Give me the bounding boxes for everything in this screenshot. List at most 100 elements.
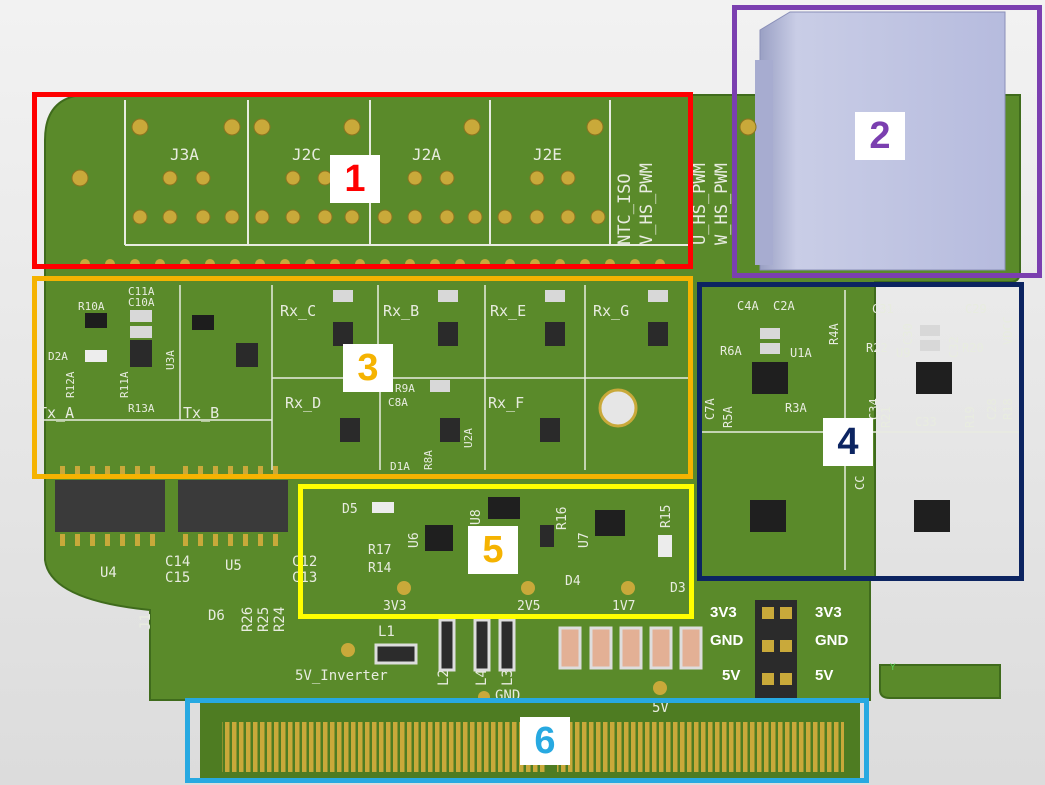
silk-rx-f: Rx_F xyxy=(488,394,524,412)
region-4-badge: 4 xyxy=(823,418,873,466)
silkscreen-label: R6A xyxy=(720,344,742,358)
silkscreen-label: C30 xyxy=(901,323,915,345)
silk-v-hs-pwm: V_HS_PWM xyxy=(637,163,657,245)
silk-u-hs-pwm: U_HS_PWM xyxy=(690,163,710,245)
silkscreen-label: R15 xyxy=(659,505,674,528)
silkscreen-label: L3 xyxy=(500,669,516,686)
silkscreen-label: VDCC xyxy=(1001,316,1015,345)
silk-rx-g: Rx_G xyxy=(593,302,629,320)
region-5-badge: 5 xyxy=(468,526,518,574)
silkscreen-label: C28 xyxy=(985,398,999,420)
silkscreen-label: R17 xyxy=(368,543,391,558)
silkscreen-label: L4 xyxy=(474,669,490,686)
silkscreen-label: R16 xyxy=(555,507,570,530)
silkscreen-label: C31 xyxy=(872,302,894,316)
silkscreen-label: U3A xyxy=(164,350,177,370)
region-6-outline xyxy=(185,698,869,783)
through-hole-pads xyxy=(71,118,757,225)
silkscreen-label: L1 xyxy=(378,624,395,640)
region-3-outline xyxy=(32,276,693,479)
silkscreen-label: R22 xyxy=(866,341,888,355)
silkscreen-label: R10A xyxy=(78,300,105,313)
silkscreen-label: L2 xyxy=(436,669,452,686)
connector-block xyxy=(124,100,690,246)
silkscreen-label: 3V3 xyxy=(383,599,406,614)
silk-w-hs-pwm: W_HS_PWM xyxy=(712,163,732,245)
silkscreen-label: C29 xyxy=(965,302,987,316)
silkscreen-label: U1A xyxy=(790,346,812,360)
silkscreen-label: C33 xyxy=(915,415,937,429)
silkscreen-label: D6 xyxy=(208,608,225,624)
region-4-outline xyxy=(697,282,1024,581)
silkscreen-label: R20 xyxy=(962,341,984,355)
smd-components-region-4 xyxy=(750,325,952,532)
region-1-badge: 1 xyxy=(330,155,380,203)
soic-chips xyxy=(55,480,288,532)
silk-connector-j2a: J2A xyxy=(412,145,441,164)
silkscreen-label: U4 xyxy=(100,565,117,581)
silkscreen-label: C4A xyxy=(737,299,759,313)
silkscreen-label: U6 xyxy=(407,532,422,548)
silkscreen-label: R26 xyxy=(240,607,256,632)
silkscreen-label: D2A xyxy=(48,350,68,363)
region-2-outline xyxy=(732,5,1042,278)
region-2-badge: 2 xyxy=(855,112,905,160)
silk-rx-d: Rx_D xyxy=(285,394,321,412)
silkscreen-label: C8A xyxy=(388,396,408,409)
header-label-gnd-right: GND xyxy=(815,632,849,649)
silkscreen-label: C32 xyxy=(947,336,961,358)
silkscreen-label: R25 xyxy=(256,607,272,632)
silkscreen-label: U5 xyxy=(225,558,242,574)
silkscreen-label: U9 xyxy=(896,346,910,360)
silkscreen-label: R24 xyxy=(272,607,288,632)
region-6-badge: 6 xyxy=(520,717,570,765)
silk-tx-a: Tx_A xyxy=(38,404,74,422)
silkscreen-label: U2A xyxy=(462,428,475,448)
header-label-3v3-left: 3V3 xyxy=(710,604,737,621)
silkscreen-label: R8A xyxy=(422,450,435,470)
silkscreen-label: R12A xyxy=(64,371,77,398)
silkscreen-label: C34 xyxy=(867,398,881,420)
silkscreen-label: R19 xyxy=(963,406,977,428)
silkscreen-label: R5A xyxy=(721,406,735,428)
silkscreen-label: R9A xyxy=(395,382,415,395)
axis-mark: Y xyxy=(889,663,896,673)
silkscreen-label: R11A xyxy=(118,371,131,398)
header-label-5v-right: 5V xyxy=(815,667,833,684)
silk-ntc-iso: NTC_ISO xyxy=(615,173,635,245)
header-label-gnd-left: GND xyxy=(710,632,744,649)
silk-connector-j3a: J3A xyxy=(170,145,199,164)
silkscreen-label: 5V_Inverter xyxy=(295,668,388,684)
silkscreen-label: R4A xyxy=(827,323,841,345)
silk-rx-c: Rx_C xyxy=(280,302,316,320)
silkscreen-label: C2A xyxy=(773,299,795,313)
region-5-outline xyxy=(298,484,694,619)
smd-components-region-3 xyxy=(85,290,668,442)
silkscreen-label: C10A xyxy=(128,296,155,309)
inductors-and-caps xyxy=(341,618,703,703)
silkscreen-label: J1 xyxy=(138,613,154,630)
silk-connector-j2e: J2E xyxy=(533,145,562,164)
header-label-3v3-right: 3V3 xyxy=(815,604,842,621)
header-label-5v-left: 5V xyxy=(722,667,740,684)
silkscreen-label: CC xyxy=(853,476,867,490)
silkscreen-label: R3A xyxy=(785,401,807,415)
silk-connector-j2c: J2C xyxy=(292,145,321,164)
silk-rx-e: Rx_E xyxy=(490,302,526,320)
silkscreen-label: C15 xyxy=(165,570,190,586)
silkscreen-label: D4 xyxy=(565,574,581,589)
silkscreen-label: D1A xyxy=(390,460,410,473)
region-1-outline xyxy=(32,92,693,269)
silkscreen-label: D5 xyxy=(342,502,358,517)
silkscreen-label: C7A xyxy=(703,398,717,420)
silkscreen-label: U8 xyxy=(469,509,484,525)
smd-components-region-5 xyxy=(372,497,672,595)
silkscreen-label: R14 xyxy=(368,561,392,576)
silkscreen-label: R21 xyxy=(879,406,893,428)
silkscreen-label: D3 xyxy=(670,581,686,596)
silkscreen-label: 5V xyxy=(652,700,669,716)
silkscreen-label: U7 xyxy=(577,532,592,548)
silk-rx-b: Rx_B xyxy=(383,302,419,320)
silkscreen-label: C14 xyxy=(165,554,190,570)
